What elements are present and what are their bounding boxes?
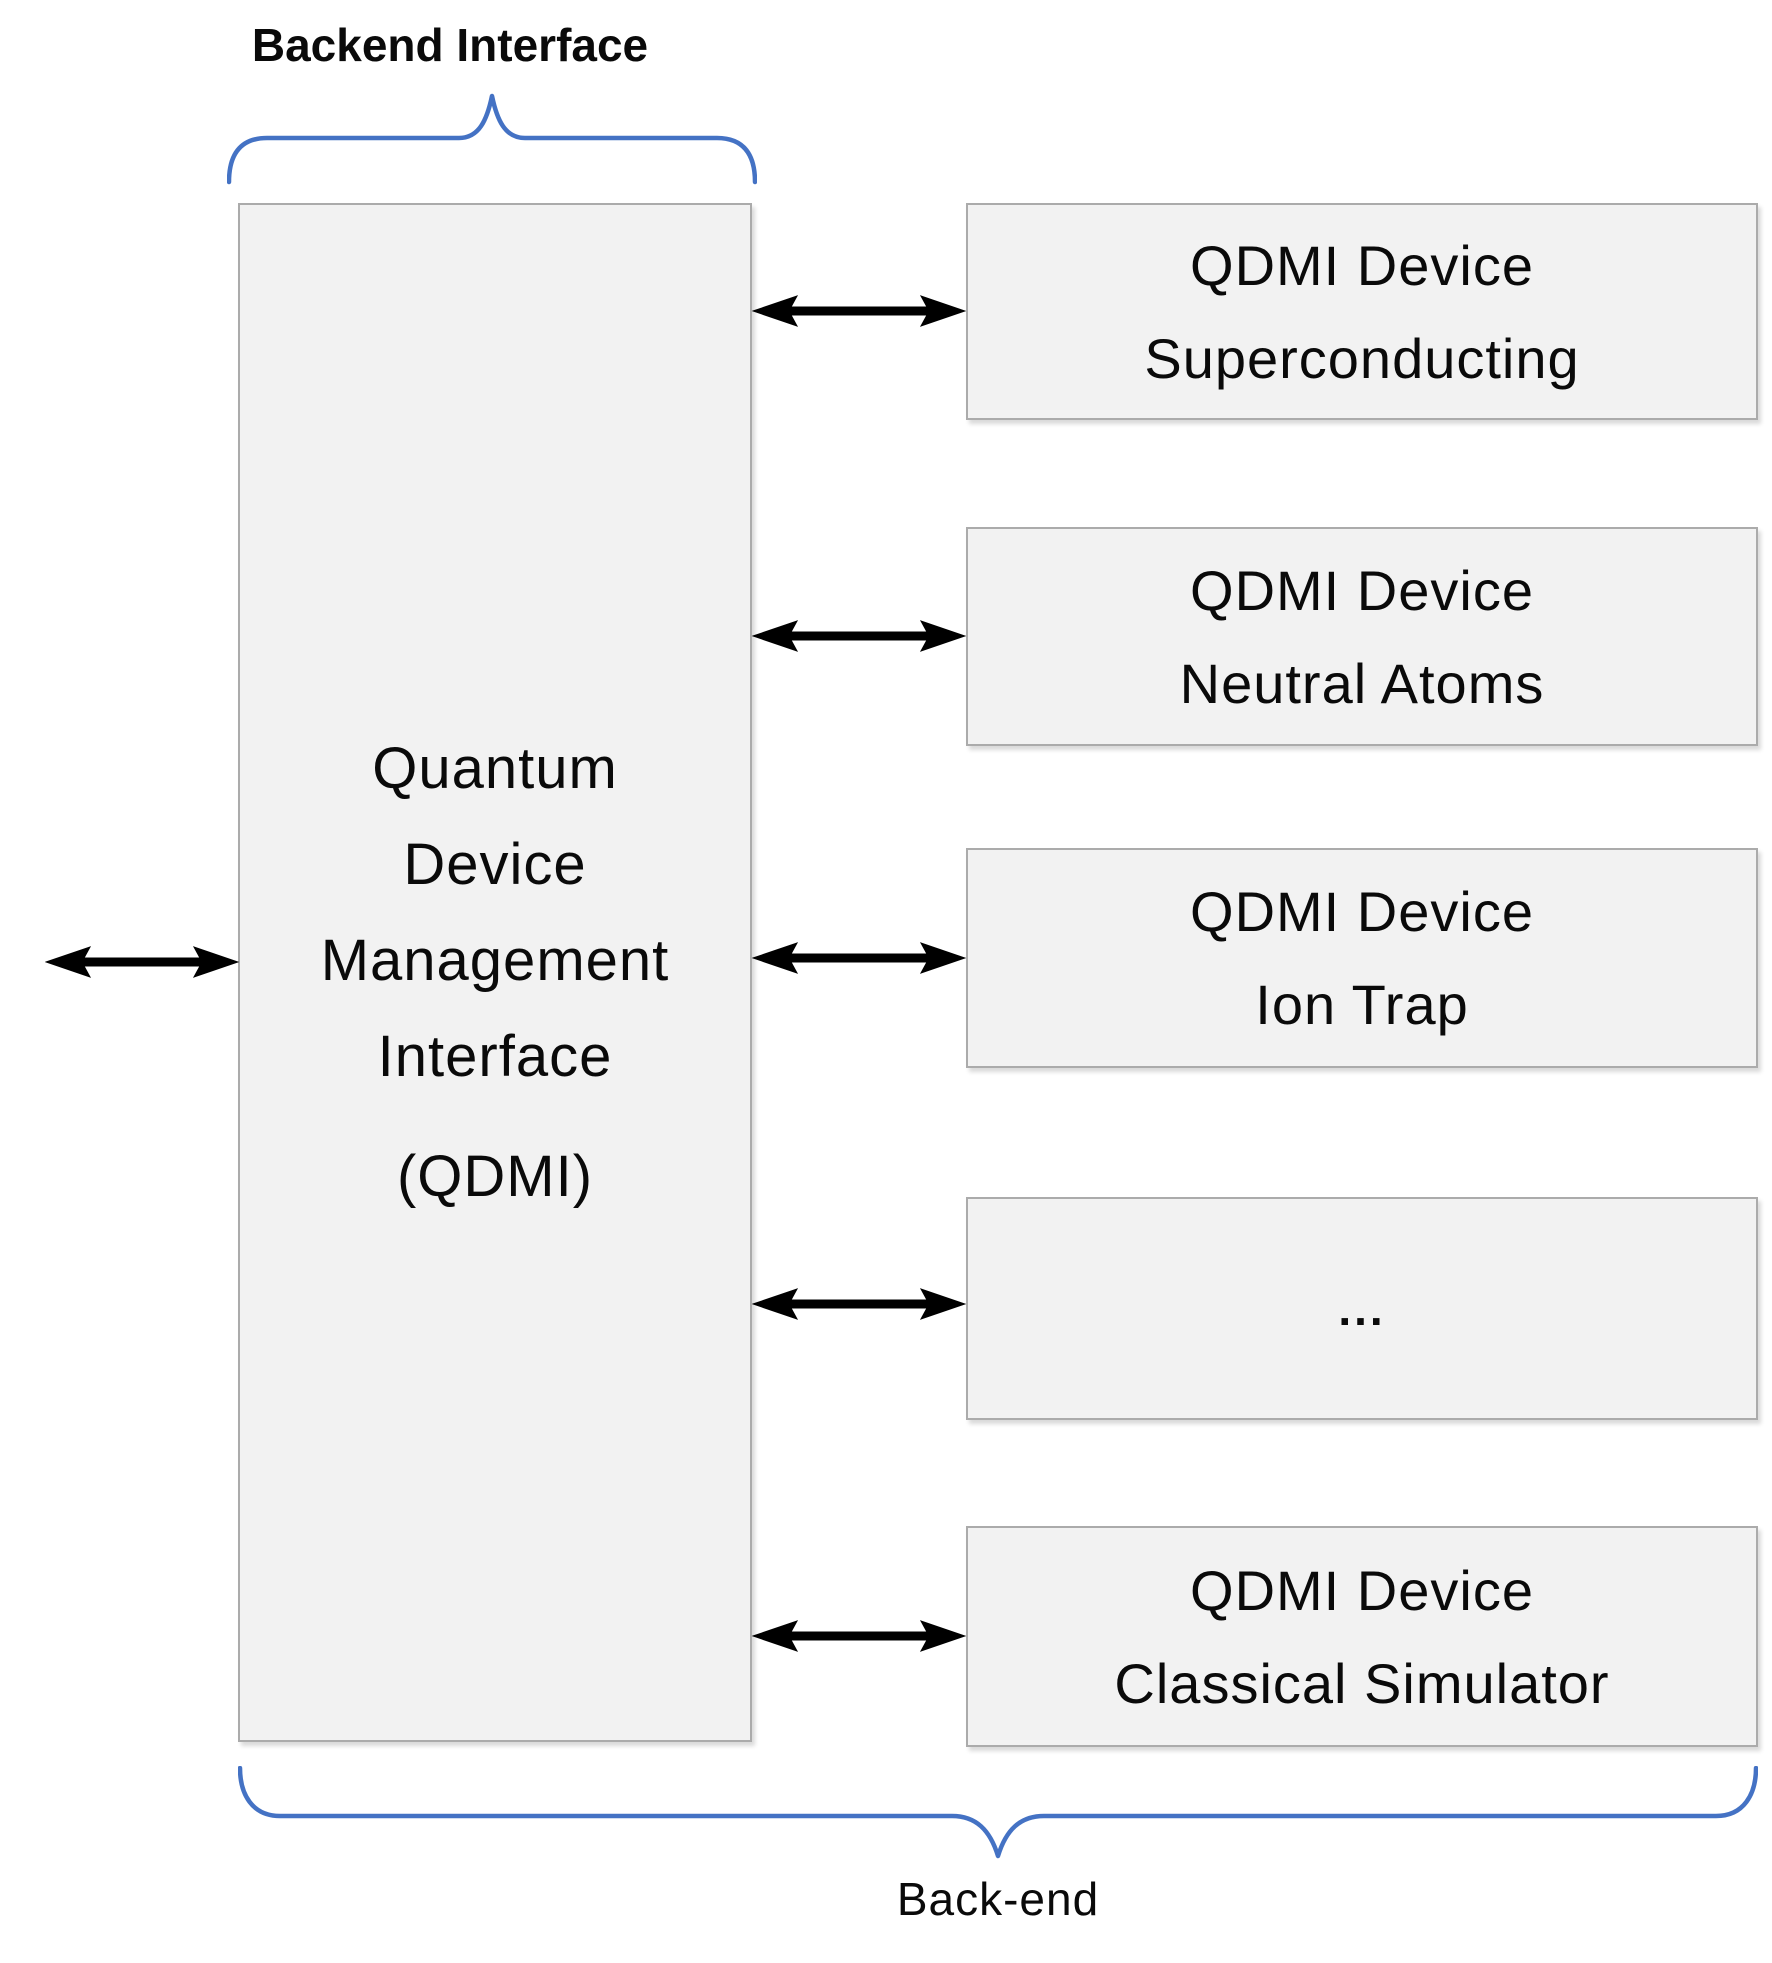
device-box-line: QDMI Device <box>1190 1558 1534 1622</box>
box-qdmi-device-superconducting: QDMI Device Superconducting <box>966 203 1758 420</box>
arrow-main-to-classical-simulator-icon <box>752 1620 966 1652</box>
main-box-line: Quantum <box>372 735 618 801</box>
quantum-device-management-interface-box: Quantum Device Management Interface (QDM… <box>238 203 752 1742</box>
box-qdmi-device-ellipsis: ... <box>966 1197 1758 1420</box>
box-qdmi-device-neutral-atoms: QDMI Device Neutral Atoms <box>966 527 1758 746</box>
arrow-main-to-neutral-atoms-icon <box>752 620 966 652</box>
device-box-line: Classical Simulator <box>1114 1651 1610 1715</box>
top-brace-icon <box>227 93 757 185</box>
device-box-line: QDMI Device <box>1190 558 1534 622</box>
main-box-line: Interface <box>377 1023 613 1089</box>
arrow-main-to-ion-trap-icon <box>752 942 966 974</box>
box-qdmi-device-ion-trap: QDMI Device Ion Trap <box>966 848 1758 1068</box>
main-box-line: Device <box>403 831 587 897</box>
main-box-line: Management <box>320 927 670 993</box>
external-bidirectional-arrow-icon <box>45 946 239 978</box>
arrow-main-to-superconducting-icon <box>752 295 966 327</box>
device-box-line: Ion Trap <box>1255 973 1469 1036</box>
device-box-line: QDMI Device <box>1190 233 1534 297</box>
back-end-label: Back-end <box>896 1873 1100 1925</box>
bottom-brace-icon <box>238 1766 1758 1859</box>
backend-interface-title: Backend Interface <box>251 19 649 71</box>
device-box-ellipsis: ... <box>1338 1282 1386 1335</box>
box-qdmi-device-classical-simulator: QDMI Device Classical Simulator <box>966 1526 1758 1747</box>
device-box-line: Neutral Atoms <box>1179 651 1545 715</box>
main-box-acronym: (QDMI) <box>396 1143 594 1209</box>
arrow-main-to-ellipsis-icon <box>752 1288 966 1320</box>
device-box-line: QDMI Device <box>1190 880 1534 943</box>
device-box-line: Superconducting <box>1144 326 1580 390</box>
